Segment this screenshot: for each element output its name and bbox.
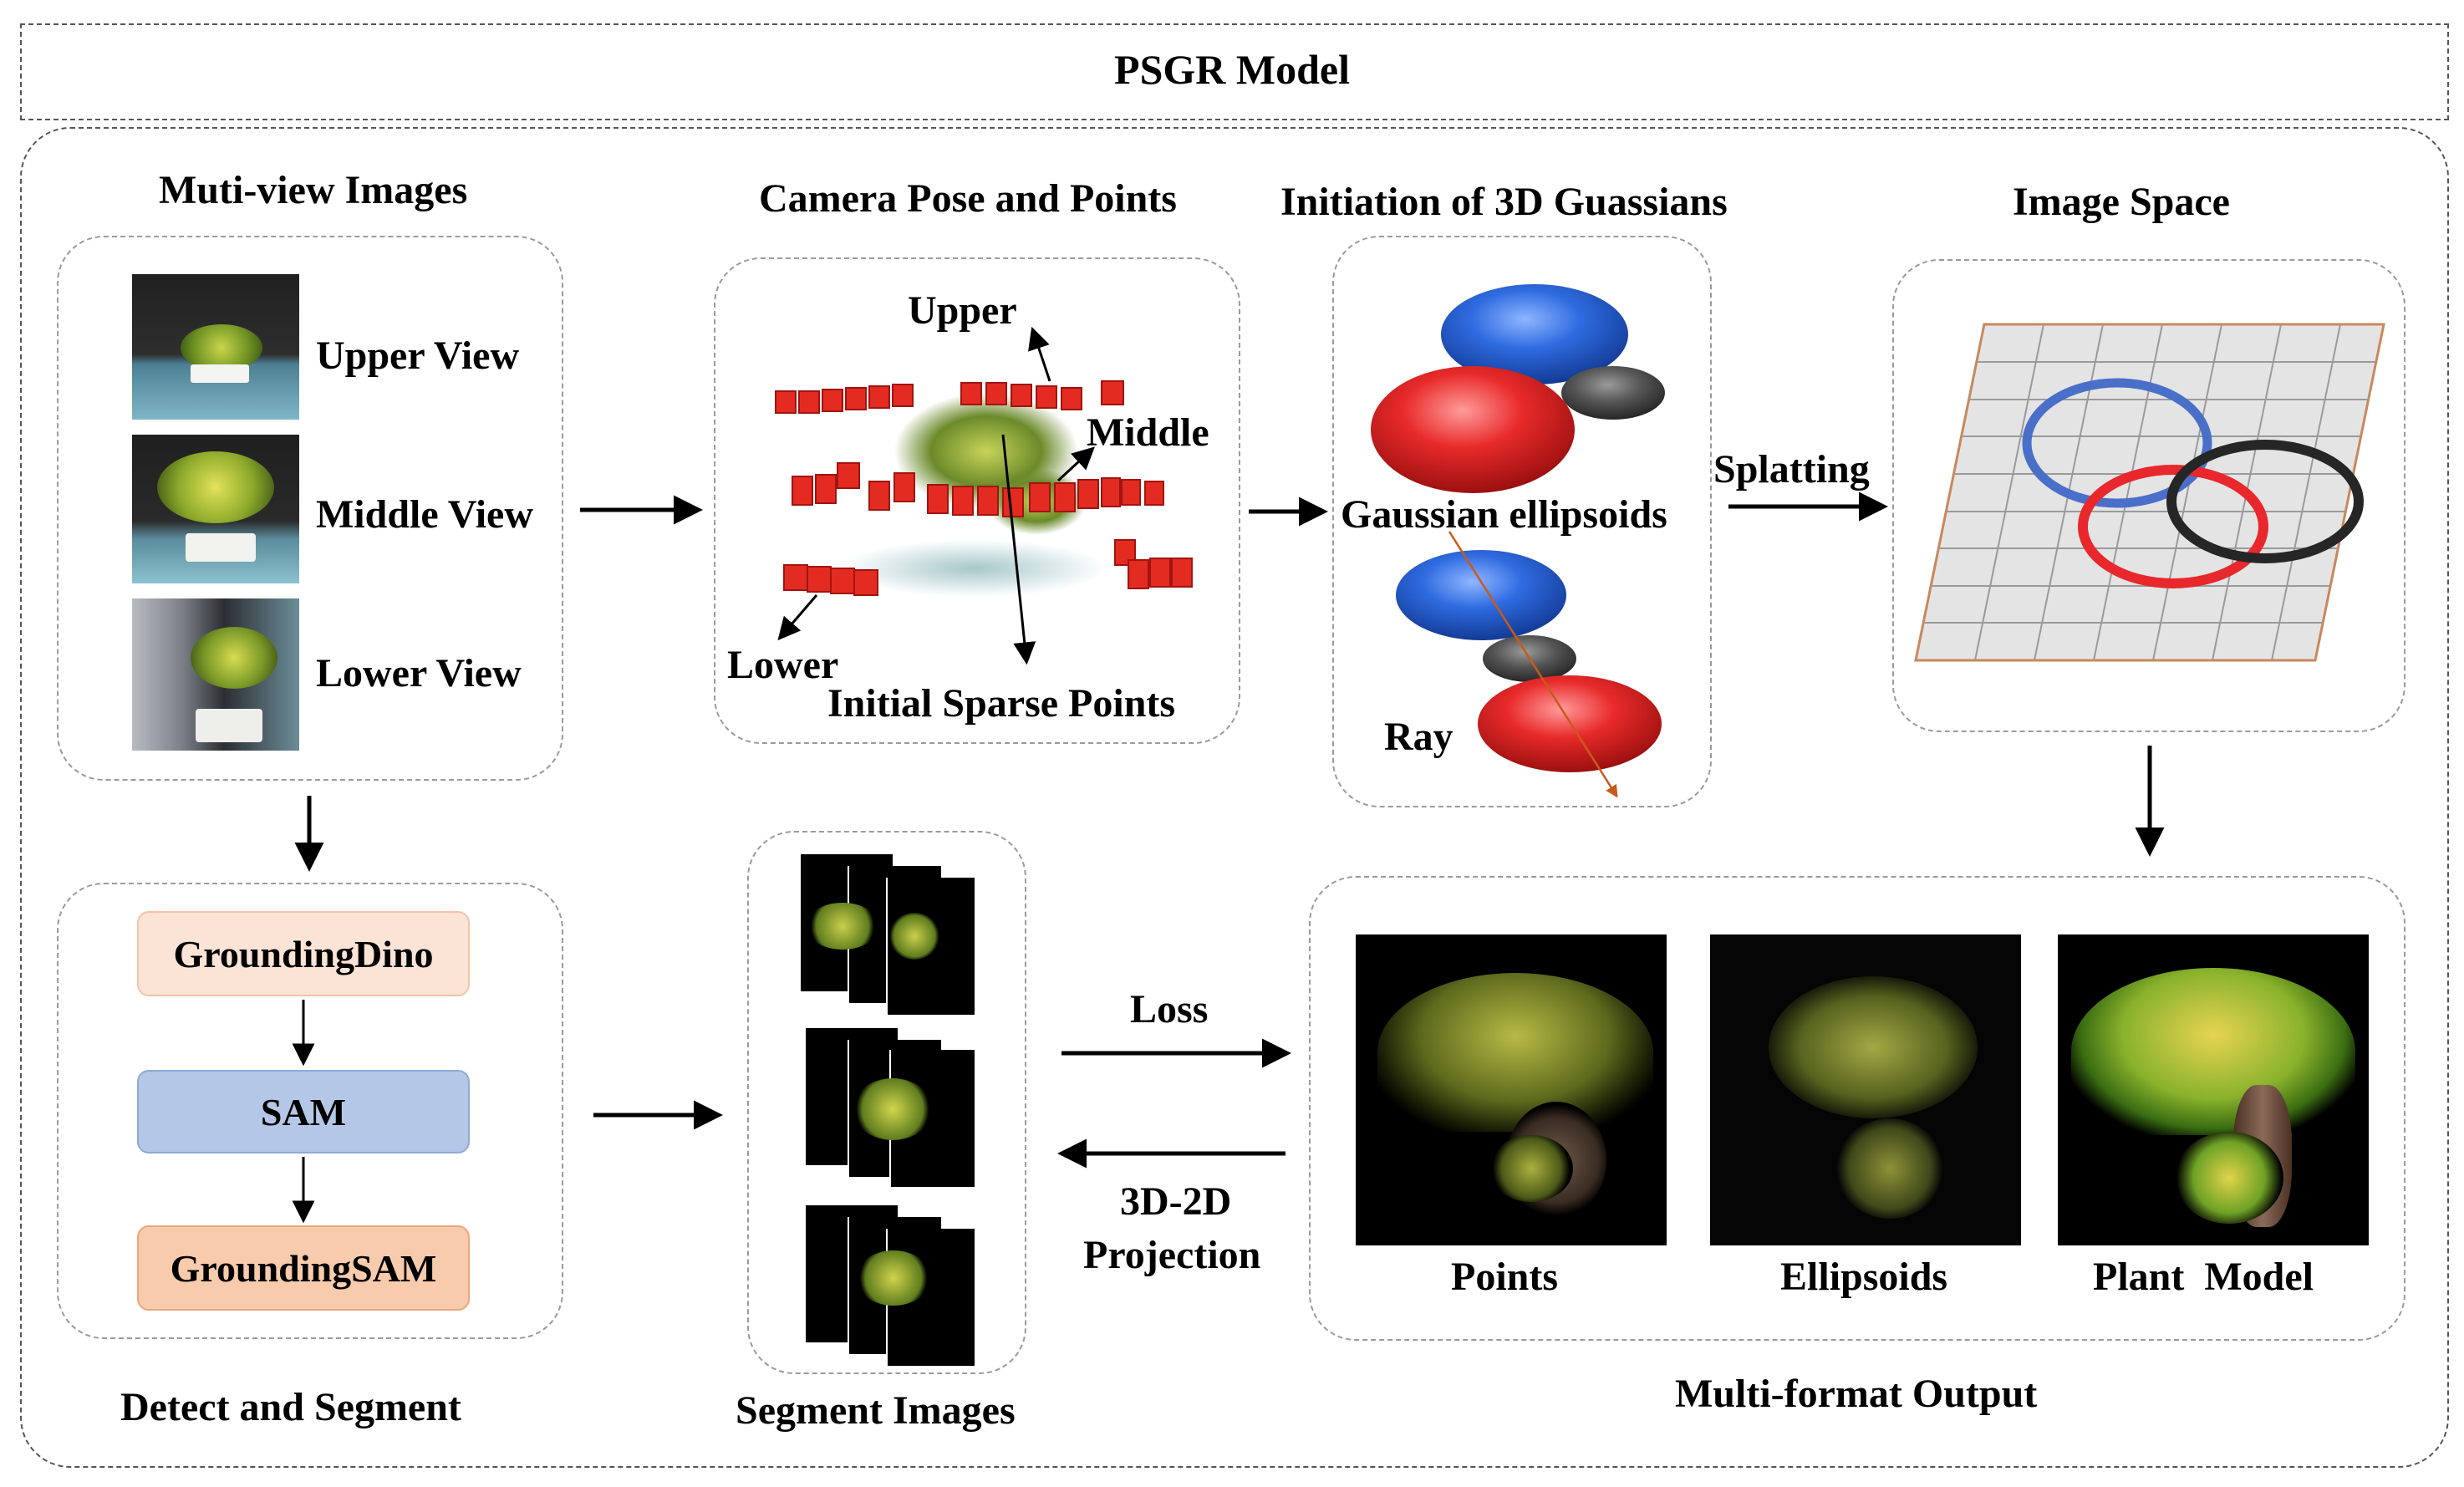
title-bar: [20, 23, 2449, 120]
lower-view-photo: [132, 598, 299, 751]
lower-view-label: Lower View: [316, 651, 522, 695]
upper-view-photo: [132, 274, 299, 420]
projection-label-line1: 3D-2D: [1120, 1179, 1232, 1224]
camera-frustums: [775, 380, 1193, 596]
page-title: PSGR Model: [1114, 46, 1350, 93]
loss-label: Loss: [1130, 987, 1209, 1031]
main-container: [20, 127, 2449, 1468]
projection-label-line2: Projection: [1083, 1233, 1261, 1277]
plant-model-label: Plant Model: [2093, 1255, 2314, 1299]
image-space-box: [1892, 259, 2405, 732]
camera-title: Camera Pose and Points: [759, 176, 1177, 221]
middle-view-photo: [132, 435, 299, 583]
image-space-title: Image Space: [2013, 180, 2230, 224]
gaussian-ellipsoids: [1371, 284, 1665, 798]
output-title: Multi-format Output: [1675, 1372, 2038, 1416]
segment-title: Segment Images: [736, 1388, 1016, 1433]
ray-label: Ray: [1384, 715, 1453, 759]
groundingdino-step: GroundingDino: [137, 911, 470, 996]
multiview-title: Muti-view Images: [159, 168, 468, 212]
camera-box: [714, 257, 1240, 744]
upper-view-label: Upper View: [316, 334, 520, 378]
ellipsoids-output-image: [1710, 934, 2021, 1245]
gaussians-box: [1332, 236, 1712, 807]
output-box: [1309, 876, 2405, 1341]
points-output-image: [1356, 934, 1667, 1245]
splatting-label: Splatting: [1713, 447, 1870, 491]
multiview-box: [57, 236, 563, 781]
lower-camera-label: Lower: [727, 643, 839, 687]
detect-box: [57, 883, 563, 1339]
image-space-grid: [1914, 323, 2385, 662]
ellipsoids-label: Ellipsoids: [1780, 1255, 1948, 1299]
points-label: Points: [1451, 1255, 1559, 1299]
gaussian-ellipsoids-label: Gaussian ellipsoids: [1341, 492, 1667, 537]
middle-camera-label: Middle: [1087, 410, 1209, 455]
sparse-points-label: Initial Sparse Points: [827, 681, 1176, 726]
upper-camera-label: Upper: [908, 288, 1017, 333]
groundingsam-step: GroundingSAM: [137, 1225, 470, 1311]
middle-view-label: Middle View: [316, 492, 533, 537]
plant-model-output-image: [2058, 934, 2369, 1245]
segment-box: [747, 831, 1026, 1374]
gaussians-title: Initiation of 3D Guassians: [1280, 180, 1728, 224]
detect-title: Detect and Segment: [120, 1385, 461, 1429]
sam-step: SAM: [137, 1070, 470, 1153]
flow-arrows: [294, 491, 2165, 1169]
